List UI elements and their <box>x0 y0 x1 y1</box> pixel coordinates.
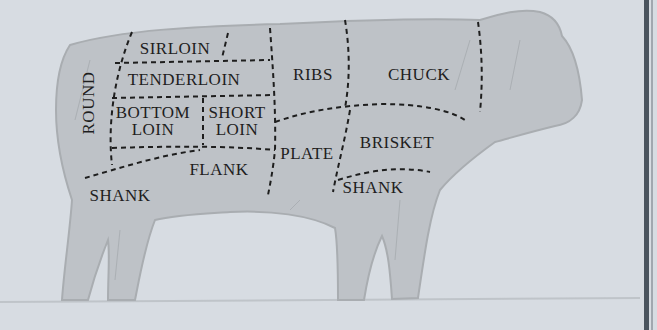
cut-name: SHORT LOIN <box>202 104 272 138</box>
cut-name: BOTTOM LOIN <box>113 104 193 138</box>
ground-line <box>0 298 640 302</box>
cut-name: RIBS <box>293 66 333 83</box>
cut-name: FLANK <box>189 161 248 178</box>
cut-name: SHANK <box>89 187 150 204</box>
cut-lines <box>85 20 482 195</box>
cut-name: TENDERLOIN <box>128 71 241 88</box>
cut-name: SHANK <box>342 179 403 196</box>
frame-border <box>652 0 653 330</box>
cut-name: BRISKET <box>360 134 434 151</box>
cut-name: ROUND <box>80 72 97 135</box>
sketch-hatching <box>75 40 520 280</box>
cut-name: CHUCK <box>388 66 450 83</box>
frame-border <box>644 0 649 330</box>
cut-name: SIRLOIN <box>140 40 211 57</box>
cow-silhouette <box>56 11 582 300</box>
cut-name: PLATE <box>280 145 334 162</box>
